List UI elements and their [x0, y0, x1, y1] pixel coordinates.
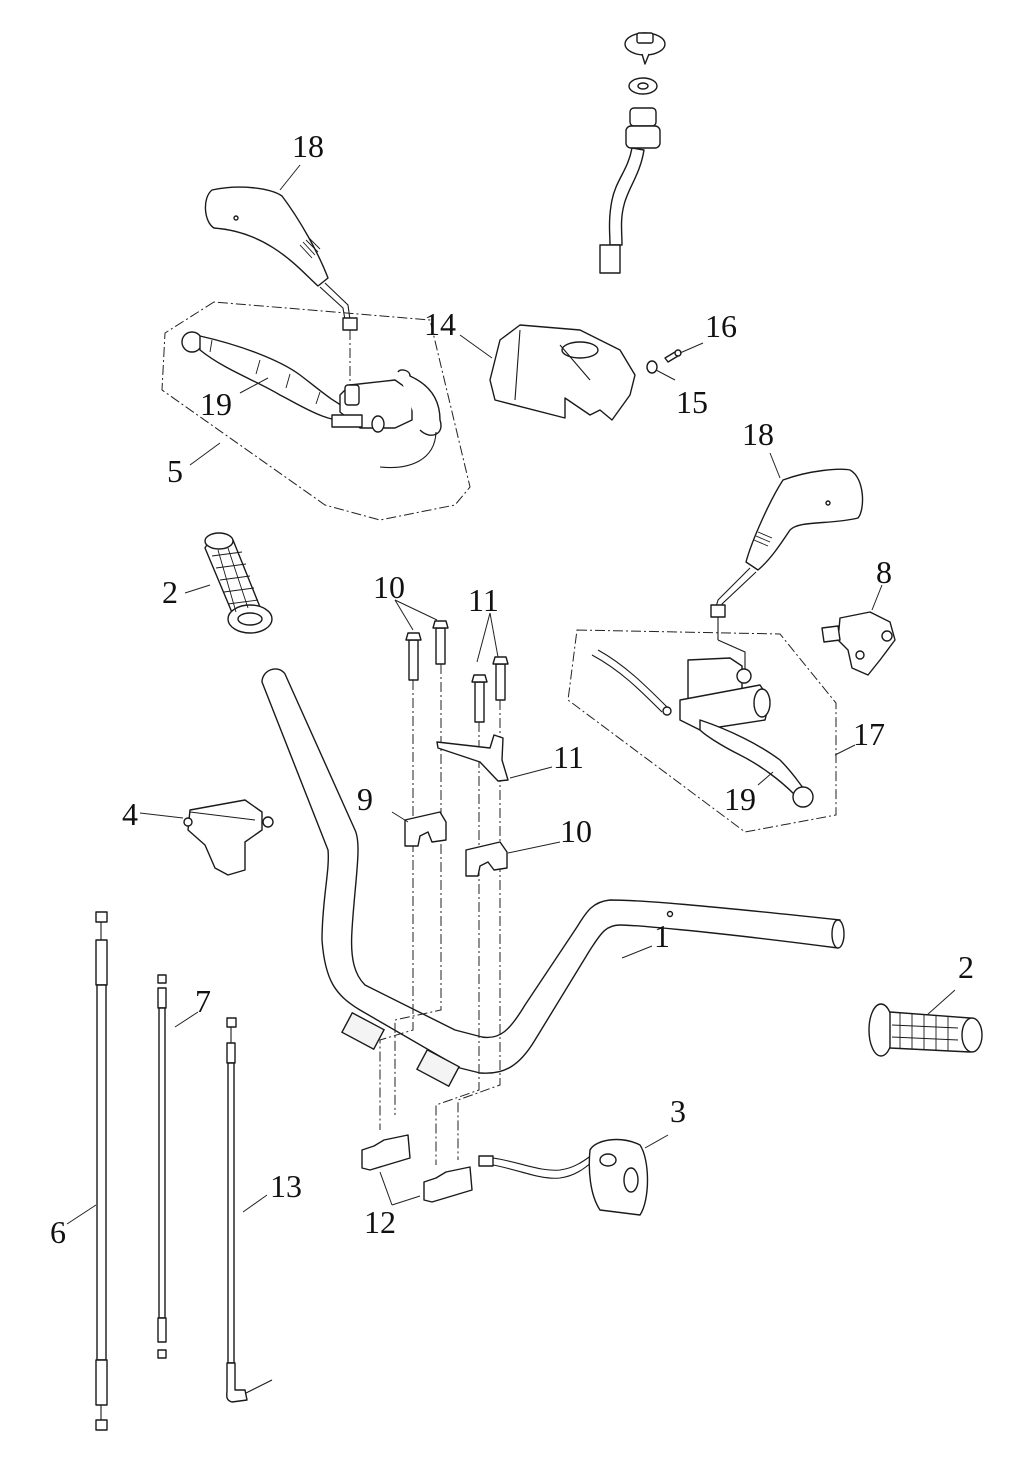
- callout-labels: 18 19 5 14 16 15 18 8 17 19 2 10 11 11 9…: [50, 128, 974, 1250]
- callout-19: 19: [724, 781, 756, 817]
- callout-7: 7: [195, 983, 211, 1019]
- callout-11: 11: [468, 582, 499, 618]
- callout-18: 18: [742, 416, 774, 452]
- callout-8: 6: [50, 1214, 66, 1250]
- upper-clamp: [465, 841, 508, 877]
- grip-left: [204, 532, 273, 634]
- cable-8: [95, 911, 108, 1431]
- bolts: [405, 620, 509, 723]
- bracket: [436, 734, 509, 782]
- callout-16: 17: [853, 716, 885, 752]
- callout-2: 2: [162, 574, 178, 610]
- lever-bracket: [821, 611, 896, 676]
- callout-13: 14: [424, 306, 456, 342]
- callout-10: 9: [357, 781, 373, 817]
- right-brake-master-cylinder-assembly: [567, 617, 837, 833]
- lower-clamp: [423, 1166, 473, 1203]
- callout-3: 3: [670, 1093, 686, 1129]
- lower-clamp: [361, 1134, 411, 1171]
- handlebar-switch: [478, 1138, 649, 1216]
- callout-12: 11: [553, 739, 584, 775]
- callout-1: 1: [654, 918, 670, 954]
- callout-18: 18: [292, 128, 324, 164]
- callout-4: 4: [122, 796, 138, 832]
- callout-2: 2: [958, 949, 974, 985]
- mirror-left: [204, 186, 358, 395]
- handlebar: [261, 668, 845, 1088]
- handlebar-cover: [489, 324, 636, 421]
- callout-15: 16: [705, 308, 737, 344]
- screw: [664, 349, 682, 363]
- throttle-assembly: [183, 799, 274, 876]
- callout-14: 15: [676, 384, 708, 420]
- leader-lines: [66, 164, 956, 1225]
- callout-6: 8: [876, 554, 892, 590]
- callout-11: 10: [373, 569, 405, 605]
- ignition-switch: [599, 32, 666, 274]
- callout-19: 19: [200, 386, 232, 422]
- upper-clamp: [404, 811, 447, 847]
- grip-right: [868, 1003, 983, 1057]
- cable-7: [157, 974, 167, 1359]
- callout-9: 12: [364, 1204, 396, 1240]
- left-lever-assembly: [161, 301, 471, 521]
- mirror-right: [710, 468, 864, 618]
- assembly-lines: [379, 664, 501, 1165]
- callout-10: 10: [560, 813, 592, 849]
- cable-17: [226, 1017, 273, 1403]
- callout-5: 5: [167, 453, 183, 489]
- washer: [646, 360, 658, 374]
- callout-17: 13: [270, 1168, 302, 1204]
